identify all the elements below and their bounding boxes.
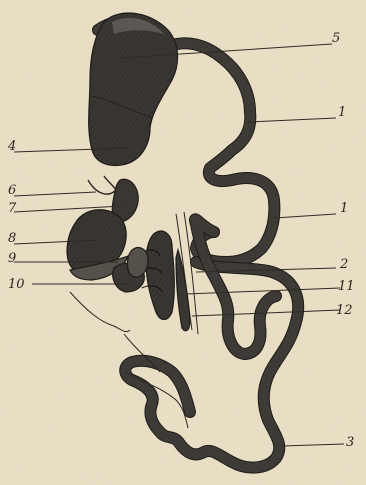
label-1a: 1 (338, 105, 346, 120)
label-11: 11 (338, 279, 355, 294)
label-1b: 1 (340, 201, 348, 216)
label-3: 3 (346, 435, 354, 450)
label-10: 10 (8, 277, 25, 292)
label-5: 5 (332, 31, 340, 46)
label-4: 4 (7, 139, 16, 154)
label-8: 8 (8, 231, 16, 246)
label-9: 9 (8, 251, 16, 266)
label-2: 2 (339, 257, 348, 272)
label-7: 7 (8, 201, 17, 216)
label-12: 12 (336, 303, 353, 318)
label-6: 6 (8, 183, 16, 198)
